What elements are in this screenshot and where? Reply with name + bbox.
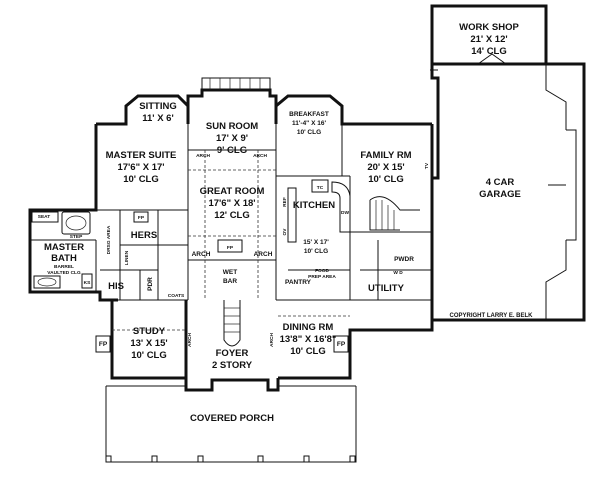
fireplaces xyxy=(95,211,349,353)
ks-label: KS xyxy=(84,280,91,286)
arch-sunroom-left: ARCH xyxy=(196,153,210,159)
copyright-text: COPYRIGHT LARRY E. BELK xyxy=(449,313,533,319)
arch-great-left: ARCH xyxy=(192,251,211,258)
arch-sunroom-right: ARCH xyxy=(253,153,267,159)
dining-dims: 13'8" X 16'8" xyxy=(280,334,337,345)
pwdr-right-name: PWDR xyxy=(394,256,414,263)
breakfast-clg: 10' CLG xyxy=(297,129,321,136)
workshop-dims: 21' X 12' xyxy=(470,34,507,45)
coats-label: COATS xyxy=(168,293,185,299)
wet-bar-label2: BAR xyxy=(223,278,237,285)
sunroom-clg: 9' CLG xyxy=(217,145,247,156)
his-name: HIS xyxy=(108,281,124,292)
arch-great-right: ARCH xyxy=(254,251,273,258)
dining-clg: 10' CLG xyxy=(290,346,326,357)
ov-label: OV xyxy=(282,228,288,236)
master-bath-name: MASTER xyxy=(44,242,84,253)
kitchen-dims: 15' X 17' xyxy=(303,239,329,246)
pdr-left-name: PDR xyxy=(147,277,154,291)
porch-outline xyxy=(105,385,357,463)
family-rm-dims: 20' X 15' xyxy=(367,162,404,173)
food-prep-label: FOOD xyxy=(315,268,329,274)
foyer-name: FOYER xyxy=(216,348,249,359)
arch-study: ARCH xyxy=(187,333,193,347)
wet-bar-label: WET xyxy=(223,269,237,276)
step-label: STEP xyxy=(70,234,83,240)
dw-label: DW xyxy=(341,210,349,216)
fp-great-room-label: FP xyxy=(227,245,234,251)
study-dims: 13' X 15' xyxy=(130,338,167,349)
great-room-name: GREAT ROOM xyxy=(200,186,265,197)
great-room-clg: 12' CLG xyxy=(214,210,250,221)
sitting-dims: 11' X 6' xyxy=(142,113,173,124)
tc-label: TC xyxy=(317,185,324,191)
fp-dining-label: FP xyxy=(337,341,346,348)
drsg-area-label: DRSG AREA xyxy=(106,225,112,254)
ceiling-beams xyxy=(112,150,350,331)
food-prep-label2: PREP AREA xyxy=(308,274,336,280)
master-suite-name: MASTER SUITE xyxy=(106,150,177,161)
breakfast-dims: 11'-4" X 16' xyxy=(292,120,326,127)
study-name: STUDY xyxy=(133,326,166,337)
family-rm-name: FAMILY RM xyxy=(360,150,411,161)
utility-name: UTILITY xyxy=(368,283,405,294)
pantry-name: PANTRY xyxy=(285,279,312,286)
ref-label: REF xyxy=(282,197,288,207)
kitchen-name: KITCHEN xyxy=(293,200,335,211)
master-bath-note2: VAULTED CLG xyxy=(47,270,81,276)
interior-walls xyxy=(30,124,432,301)
garage-name: 4 CAR xyxy=(486,177,515,188)
hers-name: HERS xyxy=(131,230,157,241)
dining-name: DINING RM xyxy=(283,322,334,333)
foyer-sub: 2 STORY xyxy=(212,360,253,371)
bath-fixtures xyxy=(31,211,93,289)
breakfast-name: BREAKFAST xyxy=(289,111,329,118)
master-bath-name2: BATH xyxy=(51,253,77,264)
sunroom-name: SUN ROOM xyxy=(206,121,258,132)
sitting-name: SITTING xyxy=(139,101,176,112)
kitchen-island xyxy=(287,179,351,243)
workshop-walls xyxy=(430,4,548,66)
master-bath-note1: BARREL xyxy=(54,264,74,270)
porch-name: COVERED PORCH xyxy=(190,413,274,424)
master-suite-dims: 17'6" X 17' xyxy=(117,162,164,173)
tv-label: TV xyxy=(424,162,430,169)
great-room-dims: 17'6" X 18' xyxy=(208,198,255,209)
workshop-name: WORK SHOP xyxy=(459,22,519,33)
workshop-clg: 14' CLG xyxy=(471,46,507,57)
seat-label: SEAT xyxy=(38,214,51,220)
arch-dining: ARCH xyxy=(269,333,275,347)
sunroom-dims: 17' X 9' xyxy=(216,133,248,144)
family-rm-clg: 10' CLG xyxy=(368,174,404,185)
study-clg: 10' CLG xyxy=(131,350,167,361)
wd-label: W D xyxy=(393,270,403,276)
master-suite-clg: 10' CLG xyxy=(123,174,159,185)
fp-study-label: FP xyxy=(99,341,108,348)
kitchen-clg: 10' CLG xyxy=(304,248,328,255)
fp-master-label: FP xyxy=(138,215,145,221)
garage-name2: GARAGE xyxy=(479,189,521,200)
staircases xyxy=(201,77,420,347)
linen-label: LINEN xyxy=(124,250,130,265)
